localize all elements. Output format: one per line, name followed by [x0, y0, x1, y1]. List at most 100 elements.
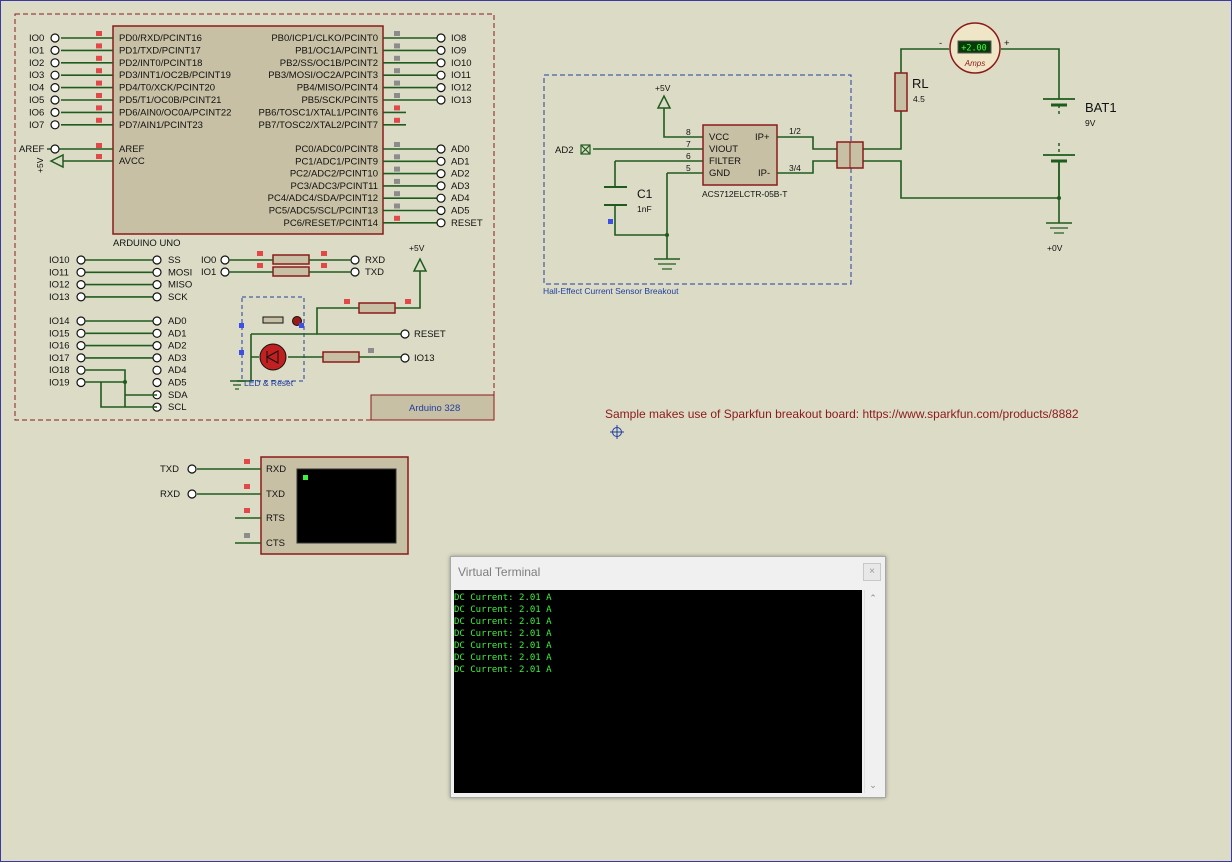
extra-right-terminal[interactable] [152, 353, 162, 363]
io-terminal-io10[interactable] [436, 58, 446, 68]
analog-terminal-ad2[interactable] [436, 169, 446, 179]
extra-left-terminal[interactable] [76, 353, 86, 363]
mcu-right-pin-label: PB5/SCK/PCINT5 [301, 95, 378, 106]
io-terminal-io12[interactable] [436, 82, 446, 93]
io-terminal-io3[interactable] [50, 70, 60, 80]
uart-left-terminal[interactable] [220, 267, 230, 277]
mcu-left-pin-label: PD3/INT1/OC2B/PCINT19 [119, 70, 231, 81]
uart-right-terminal[interactable] [350, 267, 360, 277]
uart-left-label: IO0 [201, 255, 216, 266]
analog-terminal-reset[interactable] [436, 218, 446, 228]
plus5-top-label: +5V [409, 243, 425, 253]
io-terminal-io1[interactable] [50, 45, 60, 56]
io-terminal-io4[interactable] [50, 82, 60, 93]
extra-right-label: AD1 [168, 328, 186, 339]
reset-button[interactable] [262, 316, 284, 324]
spi-left-terminal[interactable] [76, 280, 86, 290]
mcu-left-pin-label: PD1/TXD/PCINT17 [119, 45, 201, 56]
mcu-right-pin-label: PB6/TOSC1/XTAL1/PCINT6 [259, 107, 379, 118]
io-terminal-io0[interactable] [50, 33, 60, 43]
vterm-pin-rxd: RXD [266, 464, 286, 475]
vterm-txd-terminal[interactable] [187, 464, 197, 474]
extra-left-terminal[interactable] [76, 377, 86, 388]
aref-pin-label: AREF [119, 144, 145, 155]
io-terminal-io8[interactable] [436, 33, 446, 43]
extra-left-terminal[interactable] [76, 328, 86, 338]
analog-terminal-ad5[interactable] [436, 205, 446, 216]
analog-terminal-ad3[interactable] [436, 181, 446, 191]
acs712-pin-number: 7 [686, 139, 691, 149]
mcu-right-pin-label: PB4/MISO/PCINT4 [297, 83, 378, 94]
io-terminal-io2[interactable] [50, 58, 60, 68]
sensor-wires [593, 108, 703, 259]
uart-right-terminal[interactable] [350, 255, 360, 265]
terminal-line: DC Current: 2.01 A [454, 653, 552, 663]
load-resistor[interactable] [894, 72, 908, 112]
spi-left-terminal[interactable] [76, 255, 86, 265]
led-reset-frame [241, 296, 305, 382]
ad2-label: AD2 [555, 145, 573, 156]
extra-left-terminal[interactable] [76, 365, 86, 375]
analog-net-label: RESET [451, 218, 483, 229]
spi-left-terminal[interactable] [76, 267, 86, 277]
mcu-left-pin-label: PD0/RXD/PCINT16 [119, 33, 202, 44]
i2c-wires [85, 369, 157, 408]
analog-terminal-ad0[interactable] [436, 144, 446, 154]
scroll-down-icon[interactable]: ⌄ [869, 780, 877, 790]
extra-left-terminal[interactable] [76, 341, 86, 351]
io-terminal-io5[interactable] [50, 95, 60, 105]
io-terminal-io6[interactable] [50, 107, 60, 118]
spi-left-terminal[interactable] [76, 292, 86, 302]
vertical-scrollbar[interactable]: ⌃ ⌄ [864, 590, 882, 793]
uart-resistor-1[interactable] [272, 254, 310, 265]
io-terminal-io7[interactable] [50, 120, 60, 130]
right-net-label: IO12 [451, 83, 472, 94]
extra-right-terminal[interactable] [152, 328, 162, 338]
spi-right-terminal[interactable] [152, 292, 162, 302]
battery-label: BAT1 [1085, 100, 1117, 115]
io13-terminal[interactable] [400, 353, 410, 363]
uart-left-terminal[interactable] [220, 255, 230, 265]
led-resistor[interactable] [322, 351, 360, 363]
aref-terminal[interactable] [50, 144, 60, 154]
terminal-line: DC Current: 2.01 A [454, 617, 552, 627]
uart-resistor-2[interactable] [272, 266, 310, 277]
spi-right-terminal[interactable] [152, 280, 162, 290]
close-button[interactable]: × [863, 563, 881, 581]
extra-right-terminal[interactable] [152, 316, 162, 326]
spi-right-terminal[interactable] [152, 267, 162, 277]
ad2-terminal[interactable] [580, 144, 591, 155]
vterm-rxd-terminal[interactable] [187, 489, 197, 499]
io-terminal-io11[interactable] [436, 70, 446, 80]
sensor-frame-title: Hall-Effect Current Sensor Breakout [543, 286, 679, 296]
extra-right-terminal[interactable] [152, 341, 162, 351]
extra-left-label: IO16 [49, 341, 70, 352]
mcu-name: ARDUINO UNO [113, 238, 181, 249]
extra-right-label: AD3 [168, 353, 186, 364]
mcu-left-pin-label: PD7/AIN1/PCINT23 [119, 120, 203, 131]
spi-right-terminal[interactable] [152, 255, 162, 265]
scroll-up-icon[interactable]: ⌃ [869, 593, 877, 603]
plus5-power-icon [412, 257, 428, 272]
analog-terminal-ad4[interactable] [436, 193, 446, 203]
extra-left-label: IO14 [49, 316, 70, 327]
io-terminal-io9[interactable] [436, 45, 446, 56]
analog-terminal-ad1[interactable] [436, 156, 446, 166]
mcu-analog-pin-label: PC0/ADC0/PCINT8 [295, 144, 378, 155]
acs712-body[interactable] [702, 124, 778, 186]
mcu-body[interactable] [112, 25, 384, 235]
uart-left-label: IO1 [201, 267, 216, 278]
extra-right-terminal[interactable] [152, 365, 162, 375]
extra-right-terminal[interactable] [152, 377, 162, 388]
reset-terminal[interactable] [400, 329, 410, 339]
arduino-board-label: Arduino 328 [409, 403, 460, 414]
extra-left-terminal[interactable] [76, 316, 86, 326]
mcu-right-pin-label: PB3/MOSI/OC2A/PCINT3 [268, 70, 378, 81]
reset-pullup-resistor[interactable] [358, 302, 396, 314]
io-terminal-io13[interactable] [436, 95, 446, 105]
mcu-right-pin-label: PB7/TOSC2/XTAL2/PCINT7 [259, 120, 379, 131]
